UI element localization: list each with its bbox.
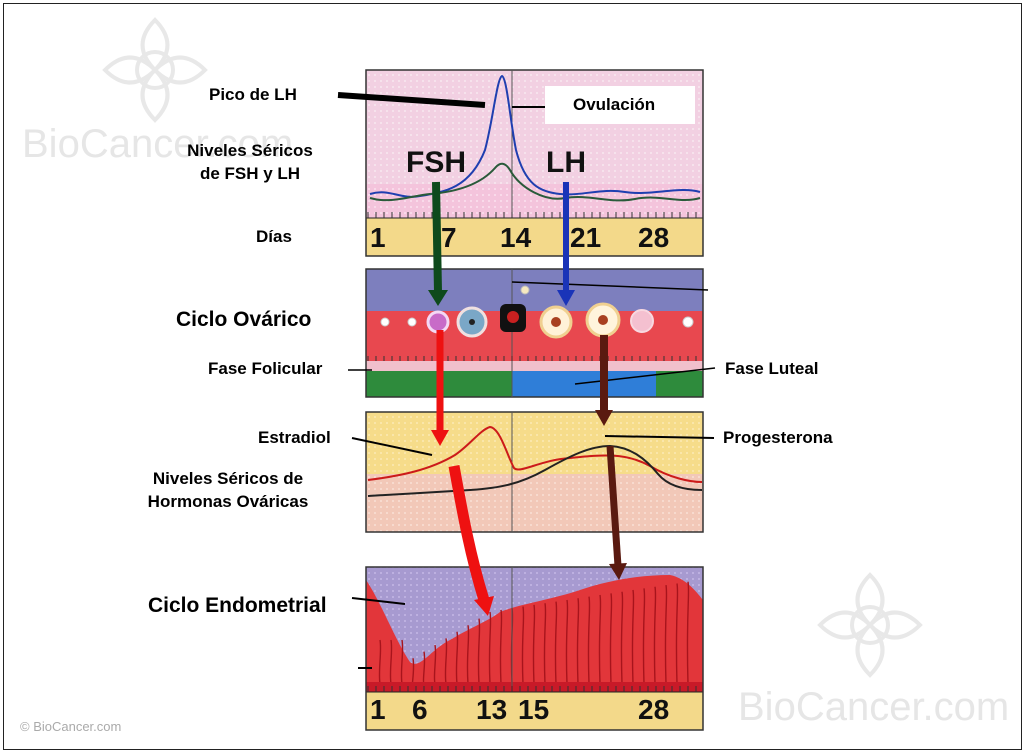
endometrial-gland — [521, 606, 525, 685]
pico-lh-pointer — [337, 92, 486, 108]
estradiol-label: Estradiol — [258, 428, 331, 447]
fsh-arrow — [428, 181, 448, 306]
day-tick-label: 21 — [570, 222, 602, 253]
watermark-bottom-right: BioCancer.com — [738, 685, 1010, 729]
estradiol-arrow-1 — [431, 330, 449, 446]
niveles-fsh-lh-label-line1: Niveles Séricos — [187, 141, 313, 160]
endometrial-day-tick-label: 28 — [638, 694, 670, 725]
endometrial-gland — [576, 598, 580, 685]
endometrial-gland — [444, 638, 448, 685]
fase-folicular-label: Fase Folicular — [208, 359, 323, 378]
endometrial-gland — [686, 581, 690, 685]
endometrial-gland — [631, 589, 635, 685]
ciclo-ovarico-label: Ciclo Ovárico — [176, 308, 312, 331]
endometrial-gland — [378, 639, 382, 685]
endometrial-gland — [609, 593, 613, 685]
fsh-label: FSH — [406, 146, 466, 179]
progesterona-arrow-2 — [606, 445, 627, 580]
endometrial-glands — [378, 581, 690, 686]
day-axis-ticks — [367, 212, 697, 218]
endometrial-gland — [598, 594, 602, 685]
niveles-ovaricas-label-line1: Niveles Séricos de — [152, 469, 304, 488]
day-tick-label: 14 — [500, 222, 532, 253]
progesterona-curve — [367, 444, 703, 497]
ciclo-endometrial-label: Ciclo Endometrial — [148, 594, 327, 617]
niveles-ovaricas-label-line2: Hormonas Ováricas — [147, 492, 309, 511]
panel-endometrial-cycle — [365, 566, 704, 731]
endometrial-ticks — [367, 686, 697, 692]
endometrial-gland — [488, 611, 492, 685]
ovarian-pointer — [511, 281, 709, 291]
progesterona-label: Progesterona — [723, 428, 833, 447]
day-tick-label: 28 — [638, 222, 670, 253]
endometrial-day-tick-label: 15 — [518, 694, 550, 725]
lh-arrow — [557, 182, 575, 306]
endometrial-gland — [664, 584, 668, 685]
endometrial-gland — [455, 631, 459, 685]
endometrial-gland — [620, 591, 624, 685]
endometrial-gland — [565, 599, 569, 685]
flower-watermark-icon — [102, 17, 208, 123]
endometrial-day-tick-label: 13 — [476, 694, 508, 725]
estradiol-arrow-2 — [448, 465, 494, 616]
pico-lh-label: Pico de LH — [209, 85, 297, 104]
ovulacion-label: Ovulación — [573, 95, 656, 114]
ovarian-ticks — [367, 356, 697, 361]
endometrial-gland — [400, 639, 404, 685]
endometrial-gland — [433, 644, 437, 685]
endometrial-day-tick-label: 1 — [370, 694, 386, 725]
fase-luteal-label: Fase Luteal — [725, 359, 819, 378]
day-tick-label: 7 — [441, 222, 457, 253]
endometrial-gland — [675, 583, 679, 685]
niveles-fsh-lh-label-line2: de FSH y LH — [199, 164, 301, 183]
ciclo-endometrial-pointer — [351, 597, 406, 605]
fsh-curve — [369, 162, 701, 202]
endometrial-gland — [653, 586, 657, 685]
figure-frame — [3, 3, 1022, 750]
endometrial-gland — [477, 618, 481, 685]
copyright-text: © BioCancer.com — [20, 719, 122, 734]
fase-luteal-pointer — [574, 367, 716, 385]
progesterona-pointer — [604, 435, 715, 439]
panel-ovarian-cycle — [365, 268, 704, 398]
endometrial-gland — [466, 625, 470, 685]
endometrial-day-tick-label: 6 — [412, 694, 428, 725]
lh-label: LH — [546, 146, 586, 179]
endometrial-gland — [543, 603, 547, 685]
endometrial-gland — [532, 604, 536, 685]
progesterona-arrow-1 — [595, 335, 613, 426]
endometrial-gland — [389, 639, 393, 685]
estradiol-pointer — [351, 437, 433, 456]
watermark-top-left: BioCancer.com — [22, 122, 294, 166]
endometrial-gland — [554, 601, 558, 685]
endometrial-gland — [642, 588, 646, 685]
dias-label: Días — [256, 227, 292, 246]
flower-watermark-icon — [817, 572, 923, 678]
ovulacion-label-box — [545, 86, 695, 124]
endometrial-gland — [587, 596, 591, 685]
day-tick-label: 1 — [370, 222, 386, 253]
endometrial-gland — [499, 609, 503, 685]
